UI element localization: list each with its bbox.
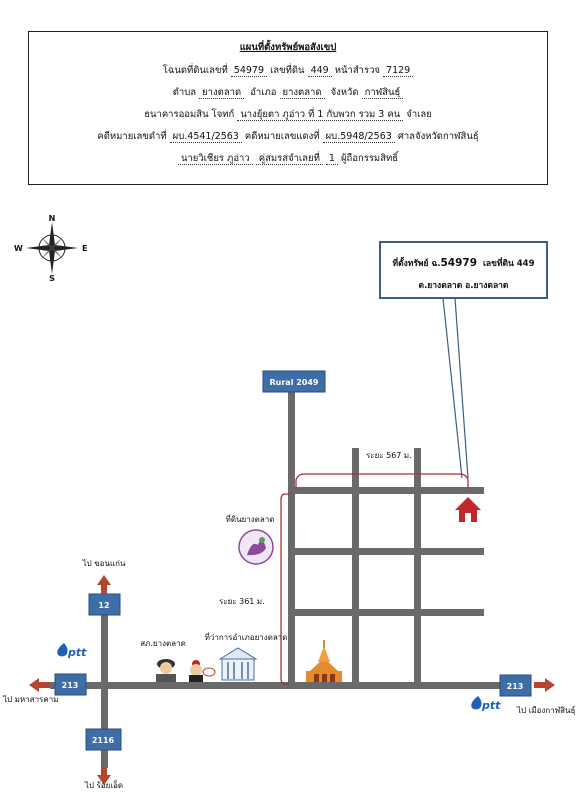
road-v2	[414, 448, 421, 687]
label-police: สภ.ยางตลาด	[140, 639, 186, 648]
label-district-office: ที่ว่าการอำเภอยางตลาด	[205, 631, 288, 642]
property-info-box: ที่ตั้งทรัพย์ ฉ.54979 เลขที่ดิน 449 ต.ยา…	[379, 241, 548, 299]
road-v1	[352, 448, 359, 687]
arrow-up-icon	[97, 575, 111, 594]
parties-line: ธนาคารออมสิน โจทก์ นางยุ้ยตา ภูอ่าว ที่ …	[144, 109, 432, 121]
sign-route-2116: 2116	[85, 728, 122, 751]
road-rural-2049	[288, 382, 295, 687]
case-line: คดีหมายเลขดำที่ ผบ.4541/2563 คดีหมายเลขแ…	[97, 131, 479, 143]
label-yangtalat-land: ที่ดินยางตลาด	[226, 513, 275, 524]
compass-e: E	[82, 244, 87, 253]
compass-icon	[26, 222, 78, 274]
svg-text:213: 213	[507, 682, 524, 691]
sign-rural-2049: Rural 2049	[262, 370, 326, 393]
compass-s: S	[49, 274, 55, 283]
emblem-icon	[238, 529, 274, 565]
bracket-567	[295, 473, 469, 489]
police-icon	[156, 659, 216, 682]
arrow-down-icon	[97, 767, 111, 785]
ptt-logo-left: ptt	[57, 643, 87, 659]
info-line-1: ที่ตั้งทรัพย์ ฉ.54979 เลขที่ดิน 449	[392, 257, 535, 269]
temple-icon	[306, 640, 342, 682]
svg-text:2116: 2116	[92, 736, 115, 745]
distance-567: ระยะ 567 ม.	[366, 451, 412, 460]
deed-line: โฉนดที่ดินเลขที่ 54979 เลขที่ดิน 449 หน้…	[29, 65, 547, 77]
map-title: แผนที่ตั้งทรัพย์พอสังเขป	[239, 42, 337, 53]
location-line: ตำบล ยางตลาด อำเภอ ยางตลาด จังหวัด กาฬสิ…	[29, 87, 547, 99]
sign-route-12: 12	[88, 593, 121, 616]
svg-text:12: 12	[98, 601, 109, 610]
dist-361-bg	[216, 594, 276, 607]
callout-pointer-b	[454, 297, 469, 479]
road-h1	[288, 487, 484, 494]
road-network	[50, 382, 506, 768]
house-icon	[455, 497, 481, 522]
info-line-2: ต.ยางตลาด อ.ยางตลาด	[418, 281, 509, 291]
svg-text:ptt: ptt	[67, 646, 87, 659]
compass-n: N	[49, 214, 56, 223]
sign-route-213-left: 213	[54, 673, 87, 696]
label-to-roiet: ไป ร้อยเอ็ด	[84, 780, 123, 790]
road-213	[50, 682, 506, 689]
label-to-mahasarakham: ไป มหาสารคาม	[2, 695, 58, 704]
arrow-left-icon	[29, 678, 50, 692]
svg-text:213: 213	[62, 681, 79, 690]
government-building-icon	[218, 647, 258, 681]
distance-361: ระยะ 361 ม.	[219, 597, 265, 606]
compass-w: W	[14, 244, 23, 253]
sign-route-213-right: 213	[499, 674, 532, 697]
owner-line: นายวิเชียร ภูอ่าว คู่สมรสจำเลยที่ 1 ผู้ถ…	[29, 153, 547, 165]
road-h3	[288, 609, 484, 616]
label-to-kalasin: ไป เมืองกาฬสินธุ์	[516, 705, 576, 715]
svg-text:Rural 2049: Rural 2049	[270, 378, 319, 387]
label-to-khonkaen: ไป ขอนแก่น	[82, 559, 126, 568]
bracket-361	[280, 493, 290, 685]
arrow-right-icon	[534, 678, 555, 692]
header-box: แผนที่ตั้งทรัพย์พอสังเขป โฉนดที่ดินเลขที…	[28, 31, 548, 185]
callout-pointer-a	[442, 297, 463, 479]
road-12-2116	[101, 610, 108, 768]
road-h2	[288, 548, 484, 555]
dist-567-bg	[362, 448, 414, 461]
svg-text:ptt: ptt	[481, 699, 501, 712]
ptt-logo-right: ptt	[471, 696, 501, 712]
